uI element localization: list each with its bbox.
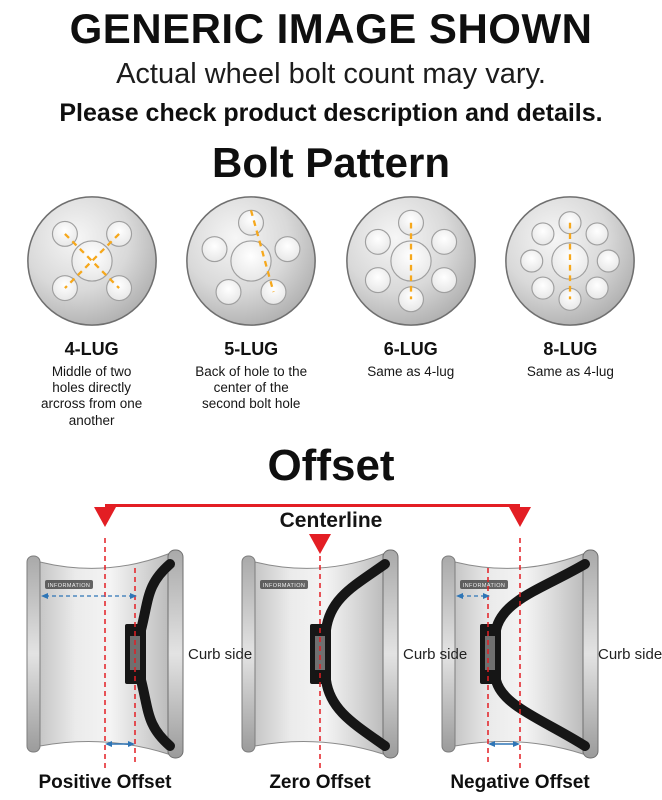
offset-wheel-negative-diagram: INFORMATION xyxy=(441,537,599,768)
offset-measure-arrow xyxy=(105,740,135,747)
page-title: GENERIC IMAGE SHOWN xyxy=(69,5,593,52)
outboard-flange xyxy=(382,549,399,759)
bolt-pattern-label: 4-LUG xyxy=(64,338,119,359)
bolt-wheel-4lug-diagram xyxy=(26,195,157,326)
offset-wheel-zero-diagram: INFORMATION xyxy=(241,537,399,768)
backspacing-arrow xyxy=(41,592,137,599)
offset-wheel-positive-diagram: INFORMATION xyxy=(26,537,184,768)
inboard-flange xyxy=(26,555,41,753)
bolt-pattern-item-8lug: 8-LUG Same as 4-lug xyxy=(494,194,646,380)
centerline-marker-triangle xyxy=(509,506,531,527)
outboard-flange xyxy=(582,549,599,759)
curb-side-label: Curb side xyxy=(598,645,662,663)
bolt-pattern-description: Back of hole to the center of the second… xyxy=(195,363,308,412)
rim-text: INFORMATION xyxy=(263,583,306,589)
offset-diagram: Centerline INFORMATION xyxy=(0,496,662,798)
inboard-flange xyxy=(241,555,256,753)
bolt-pattern-label: 6-LUG xyxy=(383,338,438,359)
bolt-pattern-row: 4-LUG Middle of two holes directly arcro… xyxy=(0,194,662,430)
bolt-wheel-5lug-diagram xyxy=(186,195,317,326)
page-subtitle: Actual wheel bolt count may vary. xyxy=(116,58,546,91)
offset-type-label-negative: Negative Offset xyxy=(450,771,590,793)
page-note: Please check product description and det… xyxy=(59,99,603,128)
rim-text-band xyxy=(260,579,308,589)
measurement-line xyxy=(63,232,120,289)
centerline-bar xyxy=(105,503,520,507)
curb-side-label: Curb side xyxy=(188,645,253,663)
offset-type-label-positive: Positive Offset xyxy=(38,771,172,793)
centerline-marker-triangle xyxy=(94,506,116,527)
measurement-line xyxy=(63,232,120,289)
bolt-wheel-6lug-diagram xyxy=(345,195,476,326)
rim-text: INFORMATION xyxy=(48,583,91,589)
bolt-pattern-description: Middle of two holes directly arcross fro… xyxy=(40,363,143,428)
measurement-line xyxy=(250,209,275,292)
offset-type-label-zero: Zero Offset xyxy=(269,771,371,793)
bolt-pattern-item-4lug: 4-LUG Middle of two holes directly arcro… xyxy=(16,194,168,430)
bolt-pattern-label: 5-LUG xyxy=(224,338,279,359)
bolt-pattern-item-6lug: 6-LUG Same as 4-lug xyxy=(335,194,487,380)
header: GENERIC IMAGE SHOWN Actual wheel bolt co… xyxy=(0,0,662,128)
wheel-barrel xyxy=(39,552,169,755)
rim-text: INFORMATION xyxy=(463,583,506,589)
centerline-marker-triangle xyxy=(309,533,331,554)
curb-side-label: Curb side xyxy=(403,645,468,663)
inboard-flange xyxy=(441,555,456,753)
bolt-pattern-description: Same as 4-lug xyxy=(367,363,455,379)
rim-text-band xyxy=(460,579,508,589)
rim-text-band xyxy=(45,579,93,589)
bolt-pattern-title: Bolt Pattern xyxy=(211,139,450,187)
backspacing-arrow xyxy=(456,592,490,599)
centerline-label: Centerline xyxy=(279,508,383,532)
bolt-pattern-description: Same as 4-lug xyxy=(526,363,614,379)
outboard-flange xyxy=(167,549,184,759)
bolt-pattern-label: 8-LUG xyxy=(543,338,598,359)
bolt-wheel-8lug-diagram xyxy=(505,195,636,326)
bolt-pattern-item-5lug: 5-LUG Back of hole to the center of the … xyxy=(175,194,327,413)
offset-measure-arrow xyxy=(488,740,520,747)
offset-title: Offset xyxy=(267,441,395,491)
